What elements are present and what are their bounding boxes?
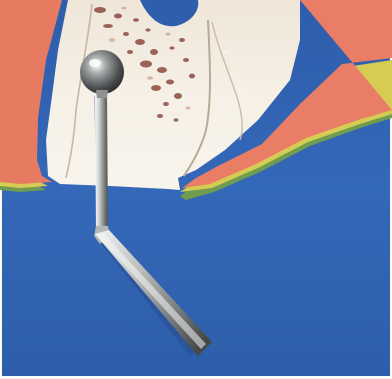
ball-highlight — [89, 59, 101, 67]
instrument-neck — [96, 90, 108, 98]
instrument-ball-tip — [80, 50, 124, 94]
instrument-vertical-shaft — [95, 92, 108, 236]
